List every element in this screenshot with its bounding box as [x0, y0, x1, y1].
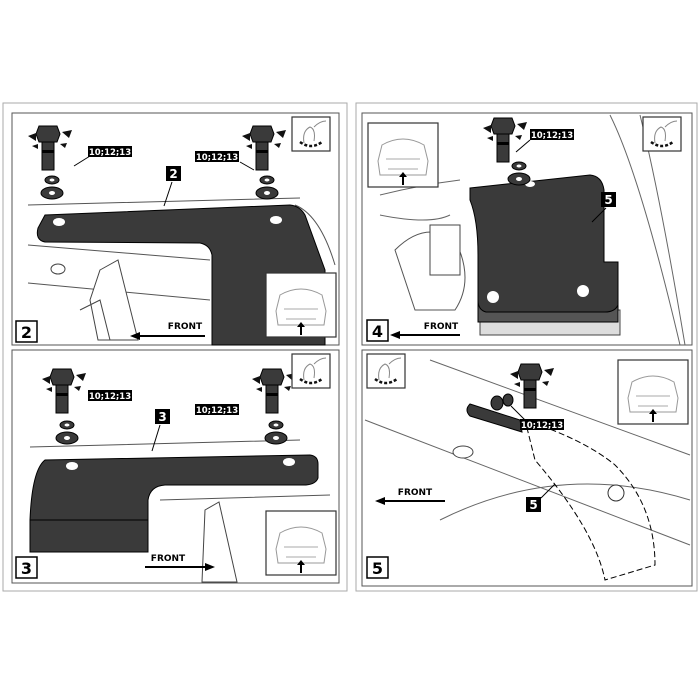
step-number: 4 — [372, 322, 383, 341]
wrench-tighten-icon — [641, 115, 683, 153]
wrench-tighten-icon — [365, 352, 407, 390]
car-rear-view-icon — [265, 510, 337, 576]
part-callout: 3 — [158, 410, 166, 424]
car-rear-view-icon — [367, 122, 439, 188]
step-4-panel: 10;12;13 5 FRONT 4 — [361, 112, 693, 346]
step-number: 5 — [372, 559, 383, 578]
wrench-tighten-icon — [290, 352, 332, 390]
part-callout: 2 — [169, 167, 177, 181]
size-label: 10;12;13 — [196, 153, 238, 163]
front-label: FRONT — [168, 322, 203, 332]
step-5-panel: 10;12;13 5 FRONT 5 — [361, 349, 693, 587]
size-label: 10;12;13 — [196, 406, 238, 416]
front-label: FRONT — [398, 488, 433, 498]
size-label: 10;12;13 — [531, 131, 573, 141]
size-label: 10;12;13 — [521, 421, 563, 431]
front-label: FRONT — [151, 554, 186, 564]
part-callout: 5 — [604, 193, 612, 207]
car-rear-view-icon — [617, 359, 689, 425]
part-callout: 5 — [529, 498, 537, 512]
car-rear-view-icon — [265, 272, 337, 338]
size-label: 10;12;13 — [89, 392, 131, 402]
step-number: 3 — [21, 559, 32, 578]
front-label: FRONT — [424, 322, 459, 332]
right-column-frame — [355, 102, 698, 592]
step-number: 2 — [21, 323, 32, 342]
bracket-part-2 — [36, 204, 326, 346]
step-3-panel: 10;12;13 10;12;13 3 FRONT 3 — [11, 349, 340, 584]
left-column-frame — [2, 102, 348, 592]
step-2-panel: 10;12;13 10;12;13 2 FRONT 2 — [11, 112, 340, 346]
size-label: 10;12;13 — [89, 148, 131, 158]
wrench-tighten-icon — [290, 115, 332, 153]
